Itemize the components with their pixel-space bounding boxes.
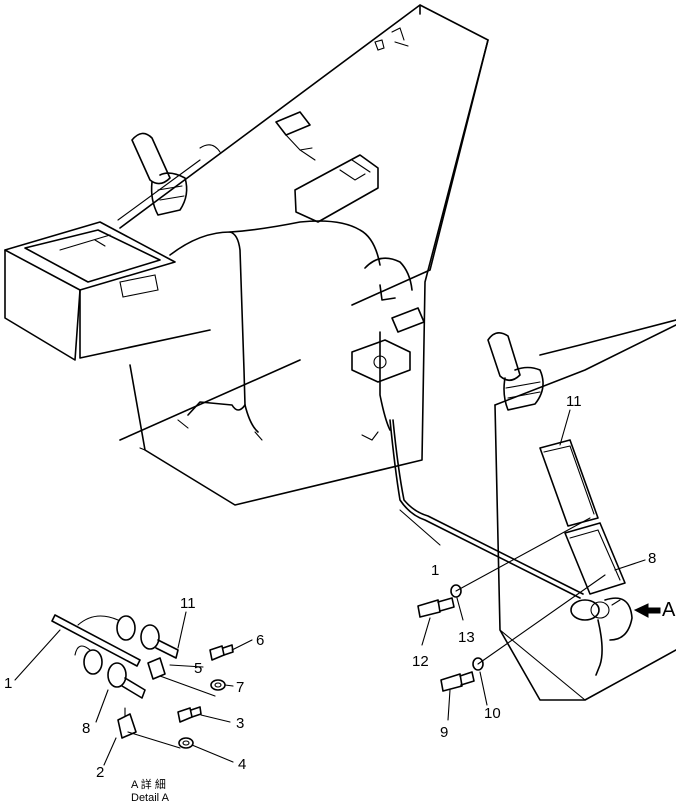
wire-harness — [169, 220, 584, 599]
callout-labels: 1 12 13 9 10 11 8 A 1 11 5 6 7 8 3 2 4 A… — [4, 393, 676, 804]
view-a-arrow — [633, 603, 661, 618]
callout-9: 9 — [440, 724, 448, 741]
cabinet-body — [117, 4, 489, 506]
seat-box — [4, 221, 211, 361]
relay-box — [275, 111, 316, 161]
top-bracket — [374, 27, 409, 51]
callout-3: 3 — [236, 715, 244, 732]
bolt-12 — [417, 597, 455, 618]
detail-caption-en: Detail A — [131, 792, 170, 803]
callout-12: 12 — [412, 653, 429, 670]
callout-13: 13 — [458, 629, 475, 646]
detail-caption-jp: A 詳 細 — [131, 777, 166, 791]
callout-view-a: A — [662, 599, 676, 621]
right-joystick — [487, 332, 544, 411]
console-connector — [570, 597, 633, 676]
left-joystick — [131, 132, 221, 216]
callout-10: 10 — [484, 705, 501, 722]
callout-11-detail: 11 — [180, 595, 196, 612]
callout-1-main: 1 — [431, 562, 439, 579]
callout-11-main: 11 — [566, 393, 582, 410]
callout-2: 2 — [96, 764, 104, 781]
callout-8-detail: 8 — [82, 720, 90, 737]
callout-1-detail: 1 — [4, 675, 12, 692]
callout-8-main: 8 — [648, 550, 656, 567]
callout-7: 7 — [236, 679, 244, 696]
bolt-9 — [440, 671, 475, 692]
callout-5: 5 — [194, 660, 202, 677]
switch-housing — [294, 154, 379, 223]
callout-6: 6 — [256, 632, 264, 649]
right-console — [494, 319, 676, 701]
callout-4: 4 — [238, 756, 246, 773]
leader-lines — [14, 409, 646, 766]
detail-a — [51, 614, 234, 749]
